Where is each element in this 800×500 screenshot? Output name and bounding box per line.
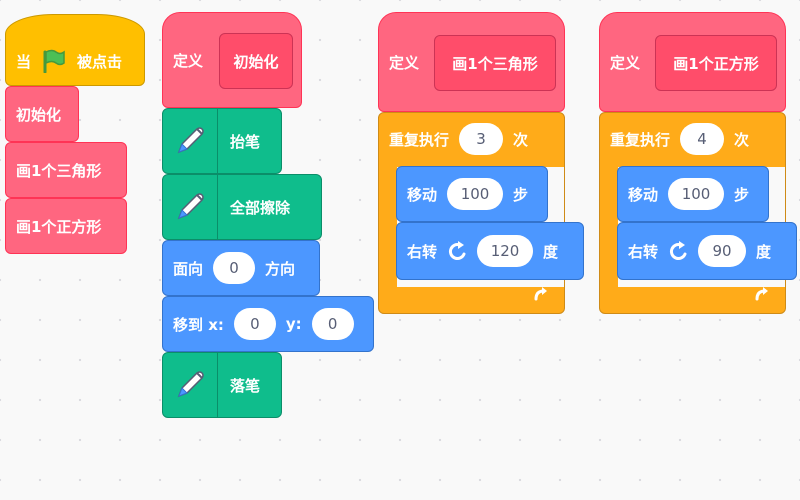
pen-down-block[interactable]: 抬笔 [162, 108, 282, 174]
repeat-count-input[interactable]: 3 [459, 123, 504, 155]
goto-y-input[interactable]: 0 [311, 308, 354, 340]
erase-all-block[interactable]: 全部擦除 [162, 174, 322, 240]
repeat-suffix-label: 次 [513, 130, 529, 149]
define-label: 定义 [389, 53, 420, 72]
define-hat-init[interactable]: 定义 初始化 [162, 12, 302, 108]
call-label: 画1个正方形 [16, 217, 102, 236]
when-flag-clicked-hat[interactable]: 当 被点击 [5, 14, 145, 86]
green-flag-icon [41, 49, 67, 73]
pen-icon [163, 353, 218, 417]
pen-up-label: 落笔 [230, 376, 261, 395]
goto-y-label: y: [285, 315, 302, 333]
turn-degrees-input[interactable]: 120 [477, 235, 534, 267]
turn-label: 右转 [407, 242, 438, 261]
move-suffix-label: 步 [513, 185, 529, 204]
call-label: 画1个三角形 [16, 161, 102, 180]
point-direction-label: 面向 [173, 259, 204, 278]
pen-up-block[interactable]: 落笔 [162, 352, 282, 418]
repeat-label: 重复执行 [389, 130, 450, 149]
hat-clicked-label: 被点击 [77, 52, 123, 71]
prototype-label: 初始化 [233, 52, 279, 71]
turn-suffix-label: 度 [756, 242, 772, 261]
pen-icon [163, 109, 218, 173]
define-hat-square[interactable]: 定义 画1个正方形 [599, 12, 786, 112]
turn-suffix-label: 度 [543, 242, 559, 261]
custom-block-prototype[interactable]: 画1个三角形 [434, 35, 556, 91]
go-to-xy-block[interactable]: 移到 x: 0 y: 0 [162, 296, 374, 352]
call-square-block[interactable]: 画1个正方形 [5, 198, 127, 254]
repeat-suffix-label: 次 [734, 130, 750, 149]
pen-down-label: 抬笔 [230, 132, 261, 151]
move-label: 移动 [628, 185, 659, 204]
prototype-label: 画1个正方形 [673, 54, 759, 73]
move-steps-input[interactable]: 100 [447, 178, 504, 210]
rotate-right-icon [668, 240, 690, 262]
call-triangle-block[interactable]: 画1个三角形 [5, 142, 127, 198]
move-label: 移动 [407, 185, 438, 204]
turn-right-block[interactable]: 右转 120 度 [396, 222, 584, 280]
prototype-label: 画1个三角形 [452, 54, 538, 73]
move-steps-block[interactable]: 移动 100 步 [396, 166, 548, 222]
move-steps-block[interactable]: 移动 100 步 [617, 166, 769, 222]
move-steps-input[interactable]: 100 [668, 178, 725, 210]
repeat-count-input[interactable]: 4 [680, 123, 725, 155]
rotate-right-icon [447, 240, 469, 262]
call-label: 初始化 [16, 105, 62, 124]
hat-when-label: 当 [16, 52, 32, 71]
move-suffix-label: 步 [734, 185, 750, 204]
define-hat-triangle[interactable]: 定义 画1个三角形 [378, 12, 565, 112]
turn-degrees-input[interactable]: 90 [698, 235, 747, 267]
loop-arrow-icon [532, 284, 552, 308]
custom-block-prototype[interactable]: 初始化 [219, 33, 293, 89]
repeat-label: 重复执行 [610, 130, 671, 149]
turn-right-block[interactable]: 右转 90 度 [617, 222, 797, 280]
custom-block-prototype[interactable]: 画1个正方形 [655, 35, 777, 91]
call-init-block[interactable]: 初始化 [5, 86, 79, 142]
goto-x-input[interactable]: 0 [233, 308, 276, 340]
define-label: 定义 [173, 51, 204, 70]
loop-arrow-icon [753, 284, 773, 308]
pen-icon [163, 175, 218, 239]
define-label: 定义 [610, 53, 641, 72]
point-in-direction-block[interactable]: 面向 0 方向 [162, 240, 320, 296]
direction-input[interactable]: 0 [213, 252, 256, 284]
goto-x-label: 移到 x: [173, 315, 224, 334]
turn-label: 右转 [628, 242, 659, 261]
direction-suffix-label: 方向 [265, 259, 296, 278]
erase-all-label: 全部擦除 [230, 198, 291, 217]
